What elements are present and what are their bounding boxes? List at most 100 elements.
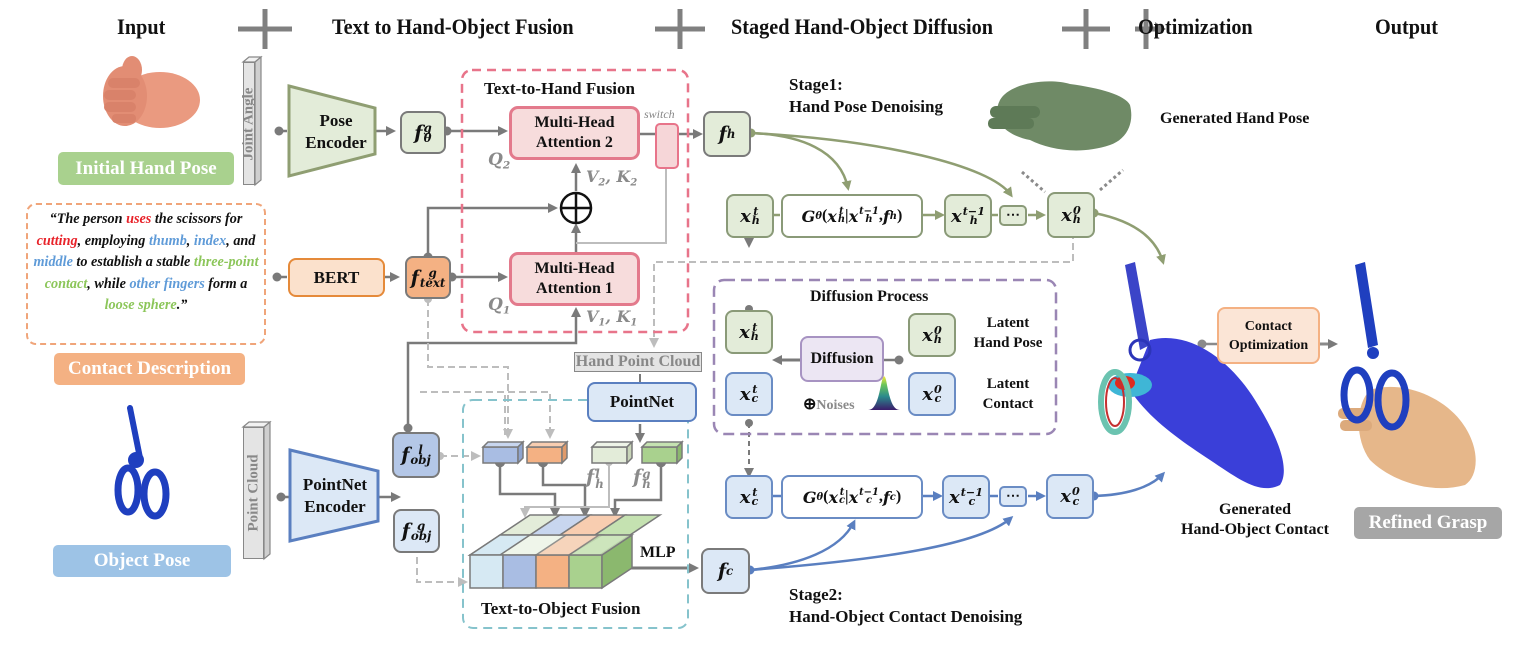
k-sub: 1 [630, 317, 638, 329]
header-separators [238, 9, 1155, 49]
f-sub: h [642, 476, 651, 491]
k-base: , K [605, 307, 631, 326]
highlighted-word: three-point contact [44, 254, 259, 292]
switch-label: switch [644, 107, 675, 121]
x-sub: h [1072, 213, 1081, 226]
stage1-title: Stage1: Hand Pose Denoising [789, 74, 943, 118]
diffusion-button: Diffusion [800, 336, 884, 382]
x-base: x [922, 383, 933, 405]
q2-label: Q2 [488, 150, 510, 172]
stage2-label: Stage2: [789, 585, 843, 604]
mha2-line1: Multi-Head [534, 114, 615, 131]
point-cloud-bar: Point Cloud [243, 427, 264, 559]
v1-k1-label: V1, K1 [586, 307, 637, 328]
text-to-object-region [462, 399, 689, 629]
x-sup: t−1 [962, 204, 985, 218]
arg-bar: | [845, 207, 849, 224]
header-stage-optimization: Optimization [1138, 14, 1253, 39]
arg-f: f [882, 487, 890, 507]
contact-description-tag: Contact Description [54, 353, 245, 385]
arg-xsub: h [837, 214, 846, 225]
point-cloud-label: Point Cloud [245, 454, 261, 532]
noises-text: Noises [816, 398, 855, 413]
latent-contact-line1: Latent [986, 376, 1030, 392]
arg-xsub: c [838, 495, 846, 506]
v-sub: 2 [598, 177, 606, 189]
x-sup: t [752, 382, 758, 396]
mha1-line2: Attention 1 [536, 280, 613, 297]
x-base: x [951, 205, 962, 227]
mha1-line1: Multi-Head [534, 260, 615, 277]
f-sup: l [595, 466, 600, 481]
generated-hand-pose-label: Generated Hand Pose [1160, 110, 1310, 127]
header-output-arrow [1155, 22, 1166, 36]
joint-angle-label: Joint Angle [240, 87, 257, 160]
x-sup: 0 [1071, 485, 1080, 499]
header-stage-diffusion: Staged Hand-Object Diffusion [731, 14, 994, 39]
description-segment: , and [226, 232, 256, 249]
q-base: Q [488, 150, 503, 170]
f-sub: obj [410, 529, 432, 543]
q1-label: Q1 [488, 295, 510, 317]
stage1-ellipsis: ⋯ [999, 205, 1027, 226]
x-sup: t [753, 204, 759, 218]
x-base: x [739, 321, 750, 343]
header-stage-output: Output [1375, 14, 1439, 39]
f-sub: c [726, 564, 734, 578]
description-segment: , [186, 232, 194, 249]
arg-f: f [882, 206, 890, 226]
highlighted-word: other fingers [129, 275, 205, 292]
x-sub: c [934, 392, 942, 405]
description-segment: , while [87, 275, 130, 292]
x-sup: t [752, 485, 758, 499]
q-sub: 1 [502, 304, 511, 317]
stage2-subtitle: Hand-Object Contact Denoising [789, 607, 1023, 626]
pose-encoder: Pose Encoder [300, 110, 372, 154]
initial-hand-pose-image [103, 56, 200, 128]
generated-hand-pose-image [988, 81, 1132, 151]
g-sub: θ [816, 491, 824, 503]
description-segment: form a [204, 275, 248, 292]
contact-optimization-line1: Contact [1244, 318, 1293, 334]
header-stage-input: Input [117, 14, 166, 39]
x-sub: c [751, 392, 759, 405]
highlighted-word: uses [126, 211, 152, 227]
refined-grasp-image [1338, 262, 1476, 489]
object-pose-tag: Object Pose [53, 545, 231, 577]
generated-contact-label: Generated Hand-Object Contact [1160, 500, 1350, 540]
arg-x2sup: t−1 [859, 205, 879, 217]
generated-contact-line2: Hand-Object Contact [1181, 521, 1329, 538]
feature-cubes [481, 440, 684, 465]
switch-box [655, 123, 679, 169]
x-base: x [739, 486, 751, 508]
pointnet-box: PointNet [587, 382, 697, 422]
x-sub: c [968, 495, 976, 508]
q-sub: 2 [502, 159, 511, 172]
g-base: G [802, 487, 817, 507]
diffusion-process-region [712, 278, 1058, 436]
x-base: x [922, 324, 933, 346]
hand-point-cloud-bar: Hand Point Cloud [574, 352, 702, 372]
latent-contact-line2: Contact [982, 396, 1034, 412]
arg-x2sup: t−1 [859, 486, 879, 498]
highlighted-word: thumb [148, 232, 187, 249]
arg-x2: x [848, 206, 859, 226]
v-base: V [586, 307, 599, 326]
pointnet-encoder-line2: Encoder [304, 497, 366, 516]
